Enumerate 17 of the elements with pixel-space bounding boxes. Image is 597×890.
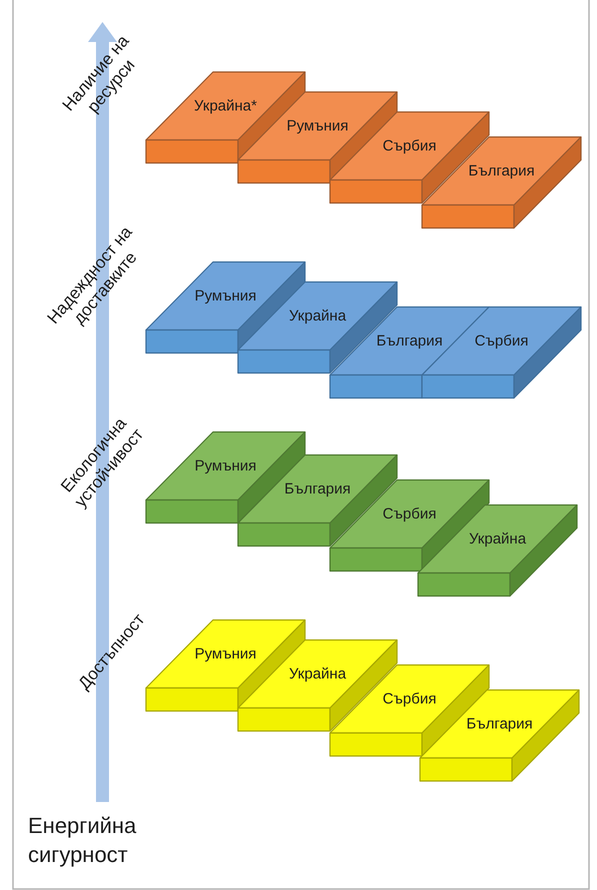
country-label: Румъния: [194, 288, 256, 304]
country-label: България: [284, 480, 351, 498]
country-label: Румъния: [194, 646, 256, 662]
country-label: Украйна: [468, 530, 526, 548]
country-label: Украйна: [288, 666, 346, 682]
country-label: Сърбия: [382, 138, 436, 154]
country-label: Сърбия: [382, 506, 436, 522]
country-label: Украйна: [288, 308, 346, 324]
country-label: Сърбия: [382, 690, 436, 708]
country-label: Сърбия: [474, 332, 528, 350]
country-label: Украйна*: [194, 98, 257, 114]
country-label: България: [468, 162, 535, 180]
country-label: България: [466, 716, 533, 732]
country-label: Румъния: [194, 458, 256, 474]
axis-title: Енергийна сигурност: [28, 812, 138, 869]
country-label: Румъния: [286, 118, 348, 134]
country-label: България: [376, 332, 443, 350]
